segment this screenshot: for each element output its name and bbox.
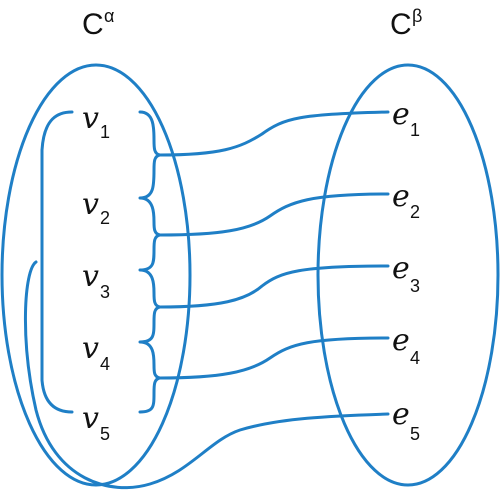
v1-index: 1 [100,122,110,142]
e2-letter: e [392,179,410,214]
right-set-title: C [390,8,412,41]
e4-letter: e [392,323,410,358]
edge-v1-e1 [158,110,390,157]
right-set-superscript: β [412,6,422,26]
edge-v4-e4 [158,336,390,380]
left-set-base: C [82,8,104,41]
v5-index: 5 [100,424,110,444]
e3-index: 3 [410,276,420,296]
left-set-ellipse [0,63,192,487]
left-node-v3: v 3 [82,259,110,302]
v4-index: 4 [100,354,110,374]
e1-letter: e [392,97,410,132]
right-node-e1: e 1 [392,97,420,140]
left-set-superscript: α [104,6,114,26]
left-set-title: C [82,8,104,41]
edge-v3-e3 [158,264,390,309]
v2-index: 2 [100,208,110,228]
e1-index: 1 [410,120,420,140]
e2-index: 2 [410,202,420,222]
e5-letter: e [392,397,410,432]
v1-letter: v [82,101,99,136]
right-node-e2: e 2 [392,179,420,222]
right-node-e5: e 5 [392,397,420,444]
v-outer-bracket [40,110,74,414]
e4-index: 4 [410,348,420,368]
v5-letter: v [82,401,99,436]
edge-v2-e2 [158,192,390,237]
right-node-e3: e 3 [392,251,420,296]
v3-letter: v [82,259,99,294]
left-node-v4: v 4 [82,331,110,374]
left-node-v2: v 2 [82,187,110,228]
right-set-ellipse [316,63,500,487]
v3-index: 3 [100,282,110,302]
e5-index: 5 [410,424,420,444]
left-node-v5: v 5 [82,401,110,444]
right-node-e4: e 4 [392,323,420,368]
e3-letter: e [392,251,410,286]
loop-v3-to-e5 [23,260,390,490]
v4-letter: v [82,331,99,366]
left-node-v1: v 1 [82,101,110,142]
v2-letter: v [82,187,99,222]
v-bracket-chain [138,110,162,414]
right-set-base: C [390,8,412,41]
